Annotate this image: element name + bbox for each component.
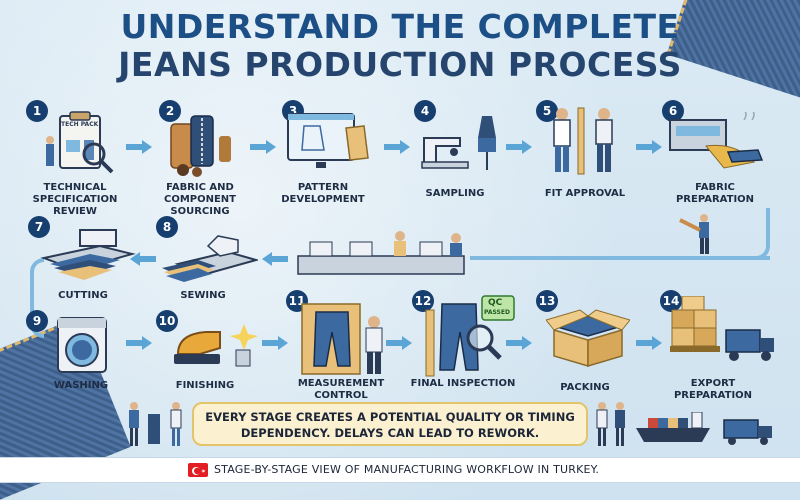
fabric-rolls-icon — [170, 115, 231, 177]
tech-pack-badge: TECH PACK — [61, 121, 99, 128]
note-line-2: DEPENDENCY. DELAYS CAN LEAD TO REWORK. — [240, 426, 540, 440]
arrow-right-icon — [506, 336, 532, 350]
box-icon — [546, 309, 630, 368]
step-label: WASHING — [53, 380, 109, 391]
cutting-machine-icon — [40, 229, 136, 280]
step-fit-approval: 5 FIT APPROVAL — [530, 100, 640, 220]
step-export-preparation: 14 EXPORT PREPARATION — [658, 290, 774, 401]
magnifier-jeans-icon — [425, 295, 515, 377]
qc-badge-label: QC — [488, 298, 503, 308]
pattern-screen-icon — [287, 113, 369, 168]
sewing-station-icon — [162, 235, 258, 282]
step-number: 1 — [26, 100, 48, 122]
step-label: FINAL INSPECTION — [410, 378, 516, 389]
sander-icon — [174, 324, 258, 367]
fabric-press-icon — [669, 112, 764, 169]
note-line-1: EVERY STAGE CREATES A POTENTIAL QUALITY … — [205, 410, 575, 424]
step-label: SAMPLING — [425, 188, 485, 199]
pallet-truck-icon — [670, 296, 774, 361]
step-number: 6 — [662, 100, 684, 122]
page-title: UNDERSTAND THE COMPLETE JEANS PRODUCTION… — [0, 8, 800, 84]
step-number: 8 — [156, 216, 178, 238]
step-number: 9 — [26, 310, 48, 332]
arrow-right-icon — [262, 336, 288, 350]
arrow-right-icon — [506, 140, 532, 154]
arrow-left-icon — [130, 252, 156, 266]
washing-machine-icon — [57, 317, 107, 373]
step-number: 4 — [414, 100, 436, 122]
step-fabric-preparation: 6 FABRIC PREPARATION — [660, 100, 770, 220]
step-label: FIT APPROVAL — [544, 188, 626, 199]
step-label: PATTERN DEVELOPMENT — [281, 182, 365, 205]
sewing-line-icon — [297, 231, 465, 275]
step-packing: 13 PACKING — [530, 290, 640, 400]
footer-bar — [0, 457, 800, 483]
step-technical-specification-review: 1 TECH PACK TECHNICAL SPECIFICATION REVI… — [20, 100, 130, 220]
truck-icon — [723, 419, 772, 445]
step-sewing: 8 SEWING — [148, 216, 258, 306]
step-label: EXPORT PREPARATION — [673, 378, 753, 401]
step-sampling: 4 SAMPLING — [400, 100, 510, 220]
arrow-left-icon — [262, 252, 288, 266]
arrow-right-icon — [126, 336, 152, 350]
step-finishing: 10 FINISHING — [150, 310, 260, 400]
dependency-note: EVERY STAGE CREATES A POTENTIAL QUALITY … — [192, 402, 588, 446]
step-washing: 9 WASHING — [26, 310, 136, 400]
arrow-right-icon — [636, 140, 662, 154]
step-cutting: 7 CUTTING — [28, 216, 138, 306]
step-label: CUTTING — [58, 290, 108, 301]
step-label: FABRIC PREPARATION — [675, 182, 755, 205]
step-label: FINISHING — [175, 380, 235, 391]
step-label: TECHNICAL SPECIFICATION REVIEW — [32, 182, 118, 217]
turkey-flag-icon — [188, 463, 208, 477]
arrow-right-icon — [386, 336, 412, 350]
step-number: 5 — [536, 100, 558, 122]
title-line-2: JEANS PRODUCTION PROCESS — [118, 45, 682, 84]
flag-crescent-icon — [192, 467, 206, 475]
footer-caption: STAGE-BY-STAGE VIEW OF MANUFACTURING WOR… — [214, 463, 600, 476]
sewing-machine-icon — [421, 116, 496, 170]
step-fabric-component-sourcing: 2 FABRIC AND COMPONENT SOURCING — [145, 100, 255, 220]
step-final-inspection: 12 QC PASSED FINAL INSPECTION — [408, 290, 518, 400]
step-pattern-development: 3 PATTERN DEVELOPMENT — [268, 100, 378, 220]
step-label: FABRIC AND COMPONENT SOURCING — [163, 182, 236, 217]
step-label: SEWING — [180, 290, 226, 301]
tech-pack-clipboard-icon — [46, 111, 114, 174]
step-number: 7 — [28, 216, 50, 238]
step-label: MEASUREMENT CONTROL — [297, 378, 385, 401]
step-number: 14 — [660, 290, 682, 312]
step-label: PACKING — [560, 382, 610, 393]
step-number: 2 — [159, 100, 181, 122]
arrow-right-icon — [636, 336, 662, 350]
cargo-ship-icon — [636, 412, 710, 442]
worker-icon — [679, 214, 709, 254]
qc-passed-label: PASSED — [484, 309, 510, 316]
step-measurement-control: 11 MEASUREMENT CONTROL — [286, 290, 396, 401]
step-number: 12 — [412, 290, 434, 312]
step-number: 10 — [156, 310, 178, 332]
workers-icon — [129, 402, 182, 446]
arrow-right-icon — [126, 140, 152, 154]
arrow-right-icon — [250, 140, 276, 154]
fit-check-icon — [553, 107, 613, 175]
arrow-right-icon — [384, 140, 410, 154]
managers-icon — [596, 402, 625, 446]
title-line-1: UNDERSTAND THE COMPLETE — [120, 7, 680, 46]
step-number: 13 — [536, 290, 558, 312]
measurement-icon — [301, 303, 383, 375]
